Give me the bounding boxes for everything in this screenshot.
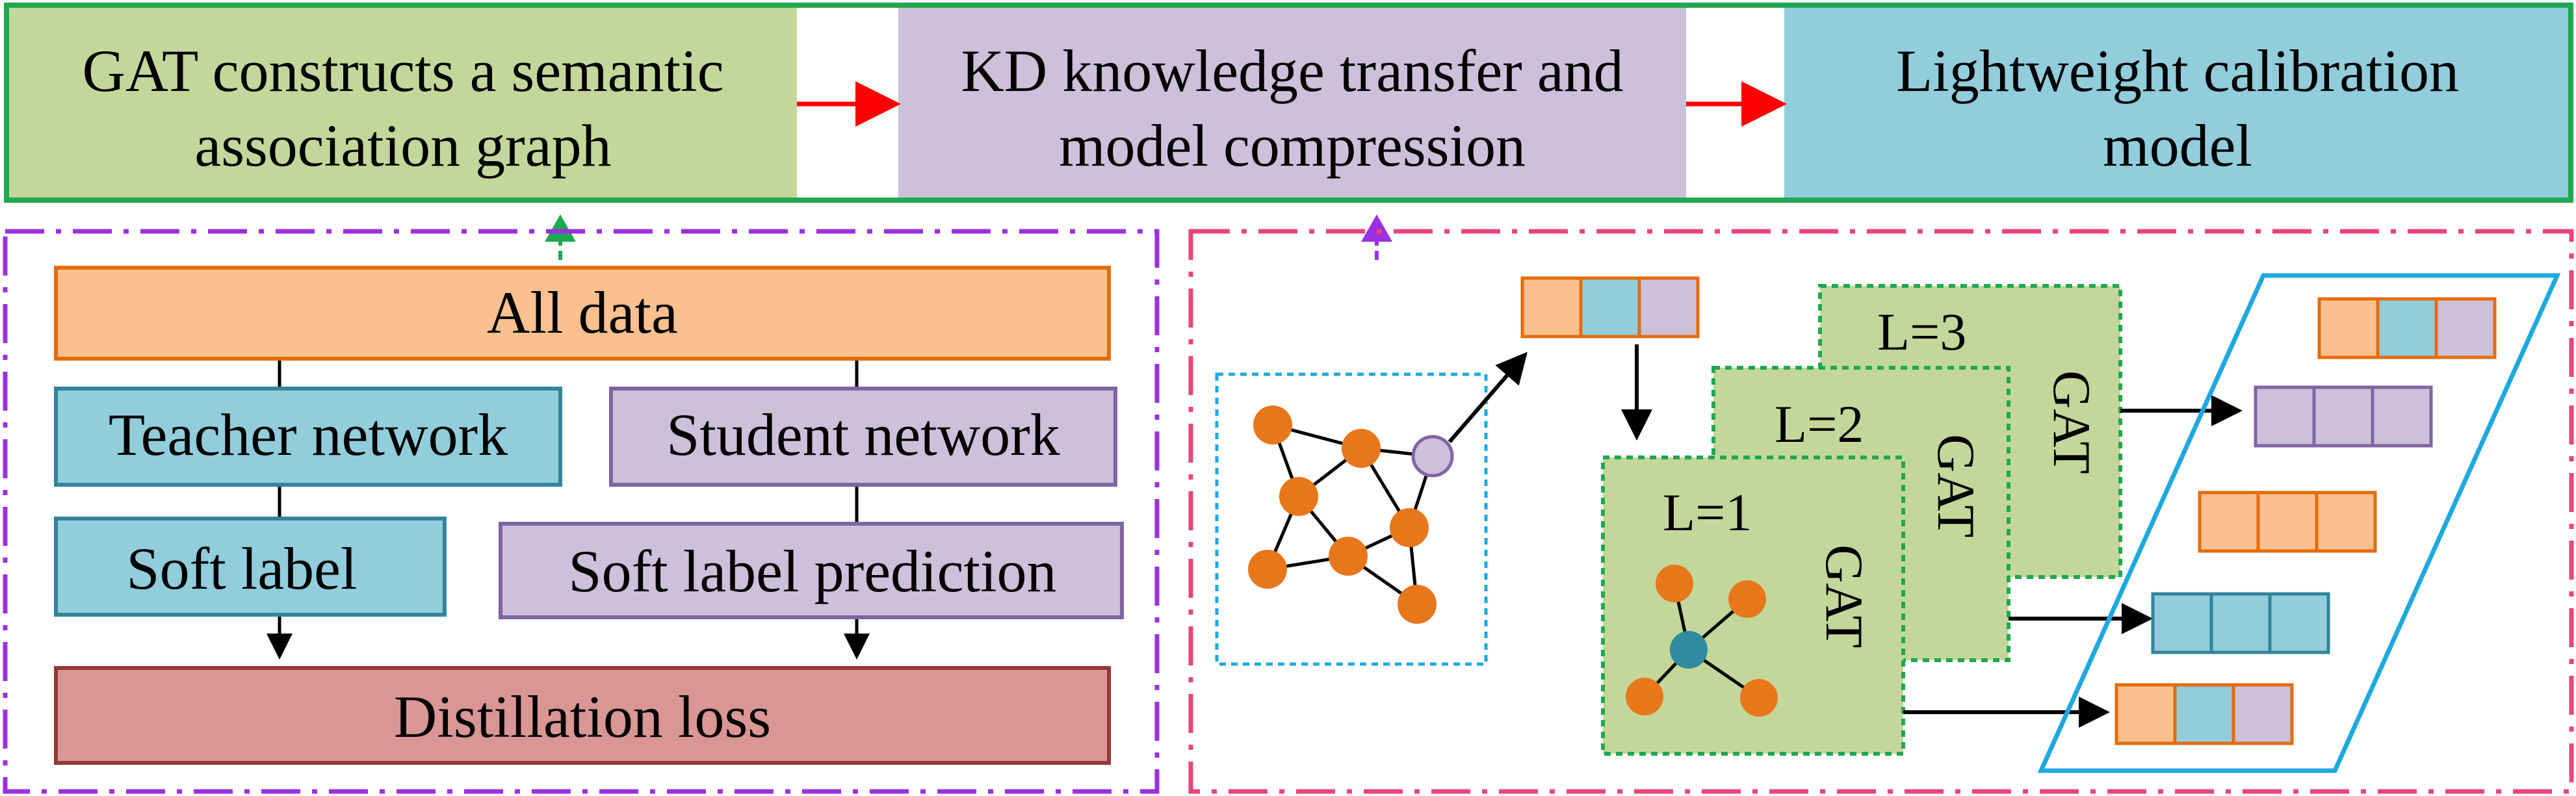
output-vector-1 xyxy=(2317,297,2497,359)
output-vector-3 xyxy=(2198,491,2377,553)
pipeline-step2-box xyxy=(898,8,1686,198)
graph-node xyxy=(1390,508,1429,547)
gat-star-graph xyxy=(1626,565,1778,717)
gat-panel-frame xyxy=(1188,229,2574,794)
graph-node xyxy=(1253,405,1292,444)
student-network-box xyxy=(609,387,1117,487)
distillation-loss-label: Distillation loss xyxy=(394,684,771,750)
graph-node xyxy=(1398,585,1437,624)
pipeline-step1-line1: GAT constructs a semantic xyxy=(82,38,723,104)
all-data-label: All data xyxy=(487,279,678,346)
up-arrowhead-purple xyxy=(1361,214,1392,242)
gat-layer-3-tag: GAT xyxy=(2042,370,2101,474)
input-graph-frame xyxy=(1215,372,1488,666)
gat-layer-1-label: L=1 xyxy=(1663,483,1752,542)
gat-layer-1-tag: GAT xyxy=(1815,545,1874,648)
output-parallelogram xyxy=(2037,273,2561,773)
student-network-label: Student network xyxy=(666,402,1060,468)
input-graph-nodes xyxy=(1248,405,1437,624)
gat-panel: L=3 GAT L=2 GAT L=1 GAT xyxy=(1188,229,2574,794)
pipeline-step3-box xyxy=(1784,8,2568,198)
output-vector-2 xyxy=(2254,385,2433,448)
graph-node-highlighted xyxy=(1411,435,1454,478)
gat-layer-1: L=1 GAT xyxy=(1601,456,1905,756)
distillation-panel: All data Teacher network Student network… xyxy=(3,229,1160,794)
teacher-network-label: Teacher network xyxy=(109,402,508,468)
pipeline-step2-line1: KD knowledge transfer and xyxy=(961,38,1623,104)
output-vector-4 xyxy=(2151,592,2330,654)
feature-vector xyxy=(1520,276,1700,339)
gat-layer-2-label: L=2 xyxy=(1775,394,1864,454)
graph-node xyxy=(1342,429,1381,468)
distillation-panel-frame xyxy=(3,229,1160,794)
graph-node xyxy=(1279,477,1318,516)
teacher-network-box xyxy=(54,387,562,487)
pipeline-step1-box xyxy=(9,8,797,198)
gat-layer-2-tag: GAT xyxy=(1927,434,1986,537)
output-vector-5 xyxy=(2114,683,2294,745)
pipeline-step2-line2: model compression xyxy=(1059,112,1526,179)
pipeline-bar: GAT constructs a semantic association gr… xyxy=(4,3,2573,203)
gat-layer-3-label: L=3 xyxy=(1877,302,1966,361)
graph-node xyxy=(1329,537,1368,576)
pipeline-step3-line1: Lightweight calibration xyxy=(1896,38,2459,104)
graph-node xyxy=(1248,550,1287,589)
distillation-loss-box xyxy=(54,666,1111,765)
soft-label-prediction-box xyxy=(499,522,1124,619)
up-arrowhead-green xyxy=(545,214,576,242)
pipeline-step1-line2: association graph xyxy=(194,112,611,179)
soft-label-prediction-label: Soft label prediction xyxy=(568,538,1056,604)
pipeline-step3-line2: model xyxy=(2103,112,2252,179)
all-data-box xyxy=(54,266,1111,361)
soft-label-label: Soft label xyxy=(126,535,357,602)
soft-label-box xyxy=(54,517,447,617)
arrow-node-to-feature xyxy=(1448,352,1528,443)
